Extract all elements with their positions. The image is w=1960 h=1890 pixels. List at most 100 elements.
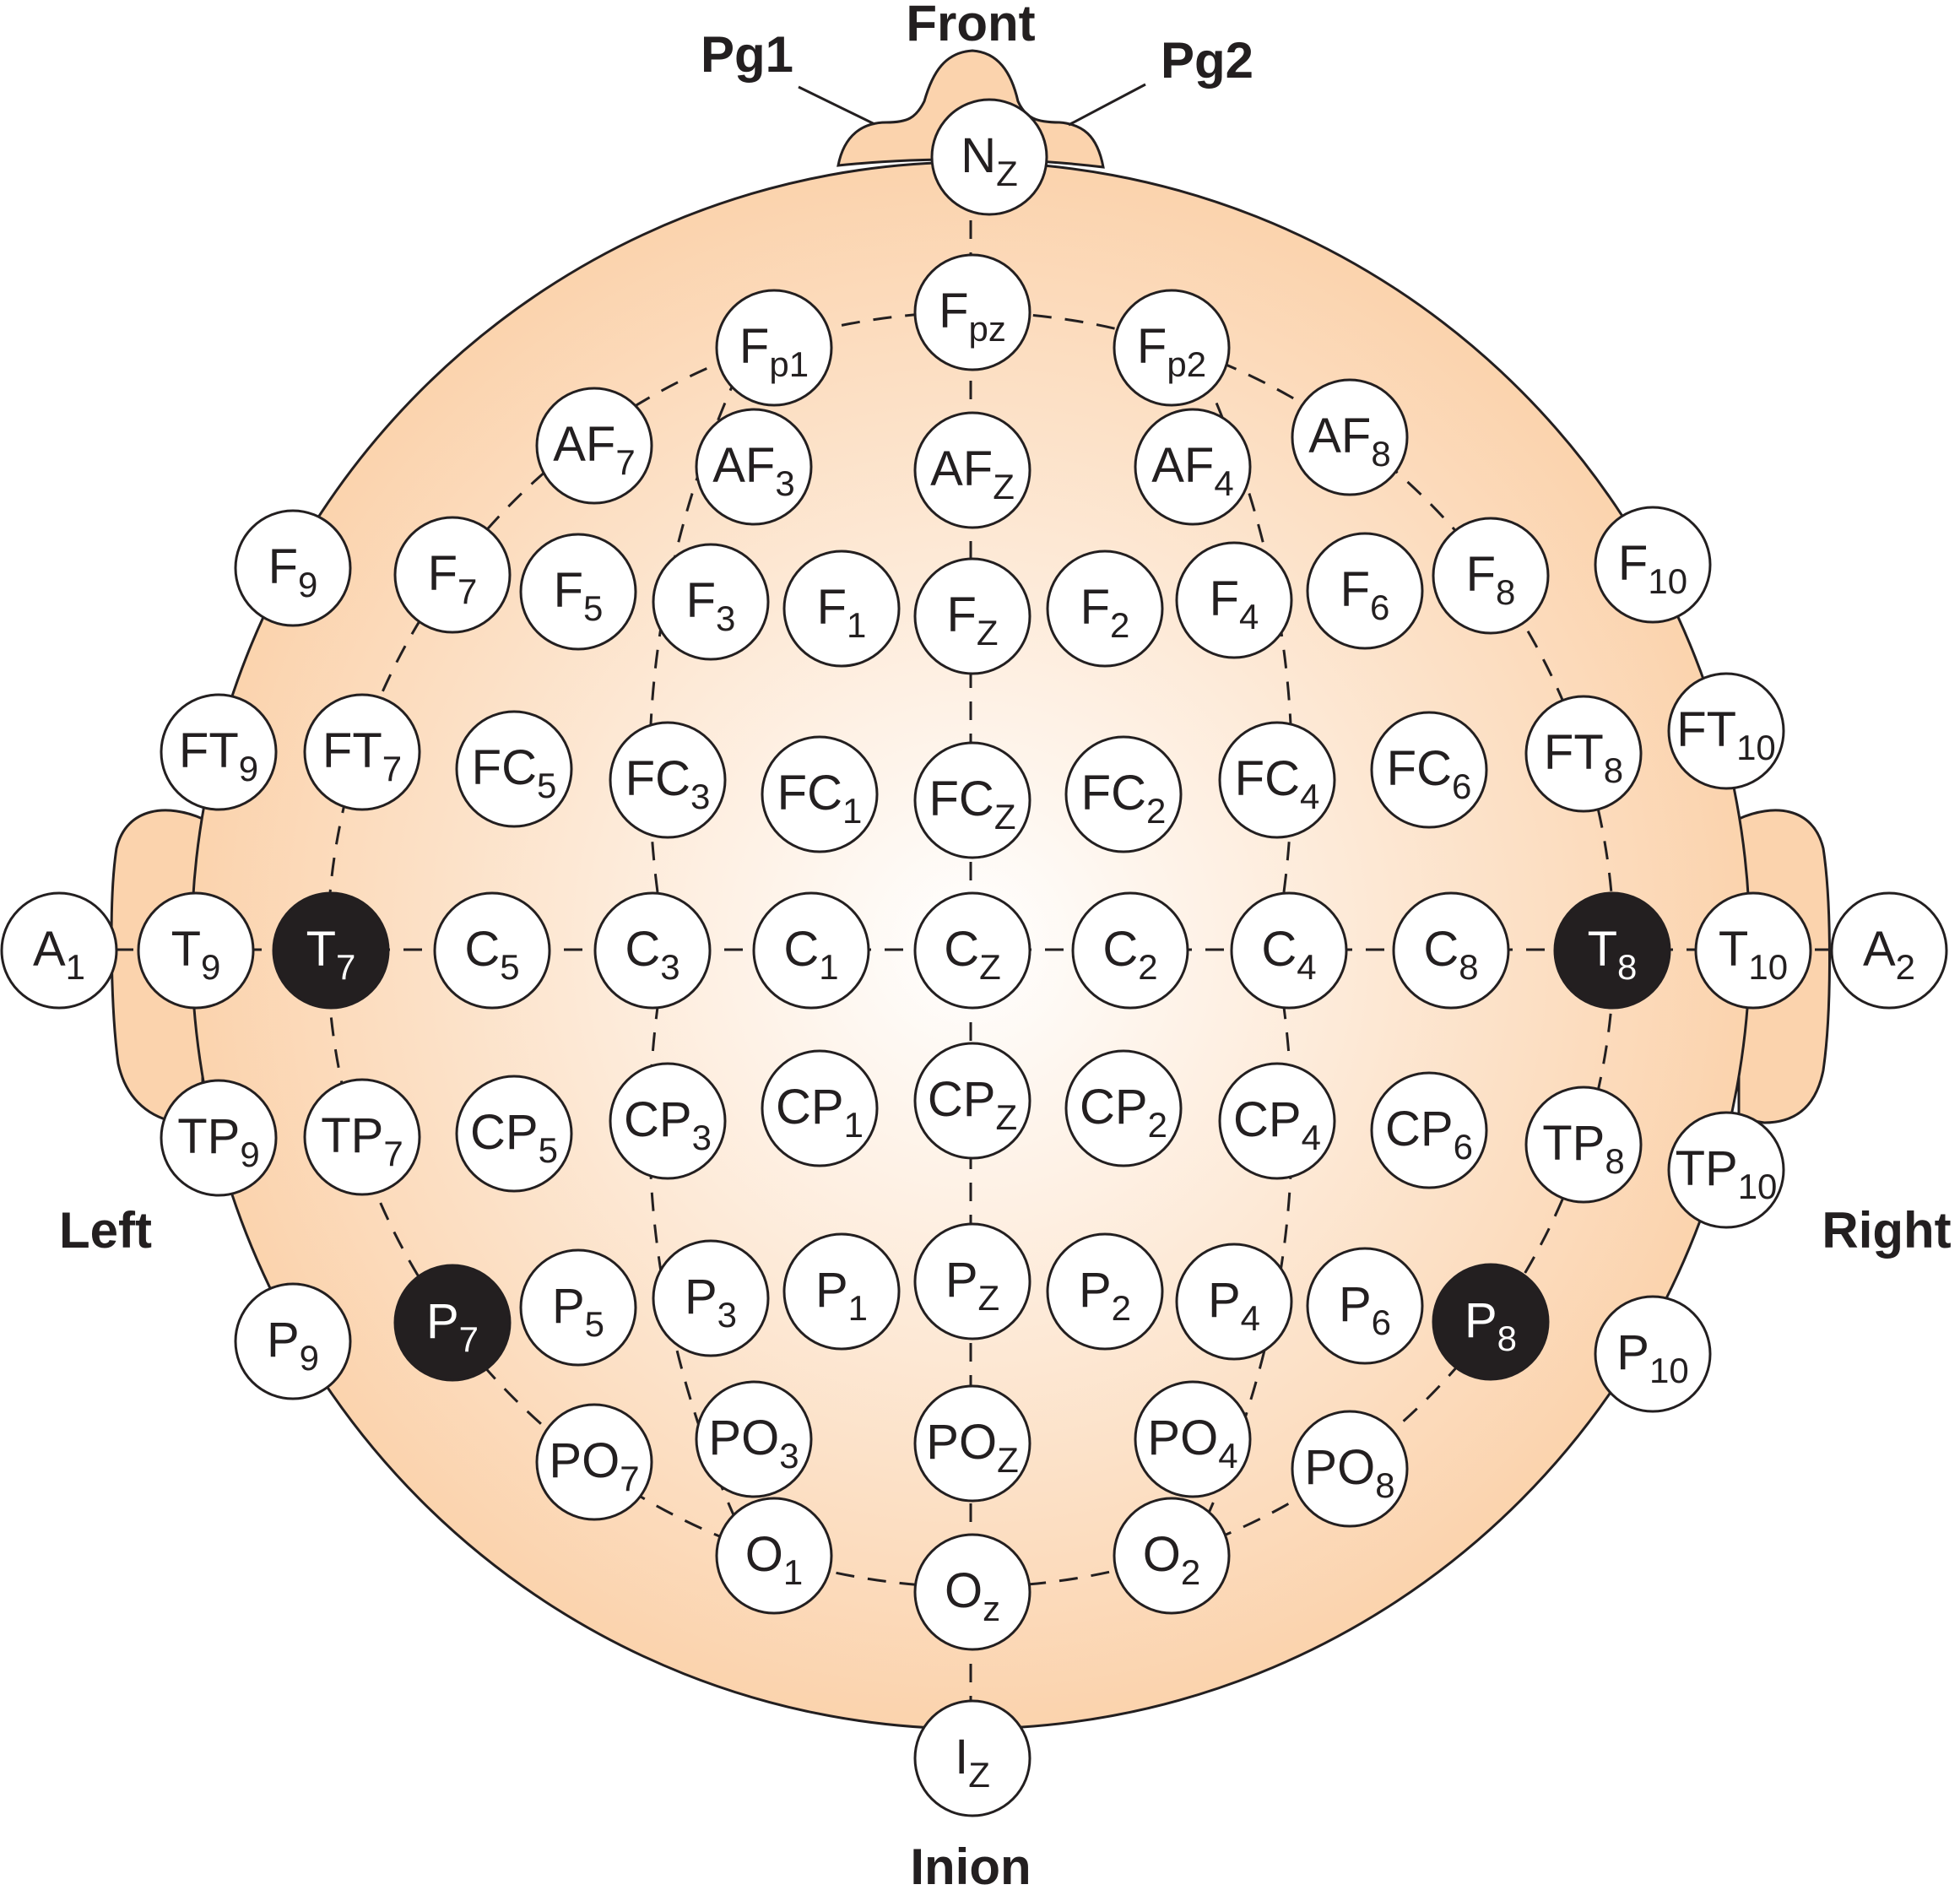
electrode-sub-c4: 4 <box>1297 947 1316 987</box>
electrode-main-o2: O <box>1143 1527 1181 1582</box>
electrode-main-ft10: FT <box>1676 702 1736 757</box>
electrode-main-p3: P <box>685 1270 717 1324</box>
electrode-po8: PO8 <box>1291 1410 1409 1528</box>
electrode-circle-o1 <box>715 1497 833 1615</box>
electrode-sub-p3: 3 <box>717 1295 737 1335</box>
electrode-circle-f5 <box>519 533 637 651</box>
electrode-label-po8: PO8 <box>1304 1440 1394 1505</box>
electrode-label-cz: CZ <box>944 922 1001 987</box>
electrode-label-cp2: CP2 <box>1080 1080 1167 1145</box>
electrode-sub-fc5: 5 <box>537 766 556 805</box>
electrode-c3: C3 <box>593 891 712 1010</box>
electrode-main-f3: F <box>686 573 716 628</box>
electrode-label-fp1: Fp1 <box>739 319 809 384</box>
electrode-main-t8: T <box>1588 922 1617 977</box>
electrode-f5: F5 <box>519 533 637 651</box>
electrode-circle-iz <box>913 1699 1031 1817</box>
electrode-circle-tp10 <box>1667 1111 1785 1229</box>
electrode-circle-f1 <box>782 550 901 668</box>
electrode-circle-p8 <box>1432 1263 1550 1381</box>
electrode-circle-c4 <box>1230 891 1348 1010</box>
electrode-oz: Oz <box>913 1533 1031 1651</box>
electrode-main-afz: AF <box>930 441 993 496</box>
electrode-a2: A2 <box>1830 891 1948 1010</box>
electrode-main-c1: C <box>783 922 819 977</box>
electrode-circle-afz <box>913 411 1031 529</box>
electrode-label-t7: T7 <box>306 922 356 987</box>
electrode-circle-a1 <box>0 891 118 1010</box>
electrode-circle-po8 <box>1291 1410 1409 1528</box>
electrode-tp9: TP9 <box>160 1079 278 1197</box>
electrode-ft10: FT10 <box>1667 672 1785 790</box>
electrode-sub-p10: 10 <box>1649 1351 1689 1390</box>
electrode-sub-fz: Z <box>977 613 999 653</box>
electrode-sub-cp6: 6 <box>1454 1127 1473 1167</box>
electrode-sub-f7: 7 <box>458 571 477 611</box>
electrode-label-c3: C3 <box>625 922 680 987</box>
inion-label: Inion <box>910 1839 1031 1890</box>
electrode-circle-f4 <box>1175 541 1293 659</box>
electrode-label-t8: T8 <box>1588 922 1638 987</box>
electrode-label-poz: POZ <box>926 1415 1018 1480</box>
electrode-label-ft7: FT7 <box>322 723 402 788</box>
electrode-sub-p2: 2 <box>1112 1288 1131 1328</box>
electrode-label-cp1: CP1 <box>776 1080 864 1145</box>
front-label: Front <box>906 0 1035 51</box>
electrode-main-tp10: TP <box>1676 1141 1738 1196</box>
electrode-a1: A1 <box>0 891 118 1010</box>
electrode-circle-f2 <box>1046 550 1164 668</box>
electrode-sub-cz: Z <box>979 947 1001 987</box>
electrode-afz: AFZ <box>913 411 1031 529</box>
electrode-cp4: CP4 <box>1218 1062 1336 1180</box>
electrode-c1: C1 <box>752 891 870 1010</box>
electrode-sub-f8: 8 <box>1496 572 1515 612</box>
electrode-main-p7: P <box>426 1294 459 1349</box>
electrode-label-f8: F8 <box>1466 547 1516 612</box>
electrode-p8: P8 <box>1432 1263 1550 1381</box>
electrode-main-fc4: FC <box>1235 751 1300 806</box>
electrode-main-p4: P <box>1208 1273 1241 1328</box>
electrode-sub-p4: 4 <box>1241 1298 1260 1338</box>
electrode-circle-fp2 <box>1113 289 1231 407</box>
electrode-label-fc1: FC1 <box>777 766 863 831</box>
left-label: Left <box>59 1202 152 1259</box>
electrode-circle-p9 <box>234 1282 352 1400</box>
electrode-sub-cp5: 5 <box>539 1130 558 1170</box>
electrode-sub-ft9: 9 <box>239 749 258 788</box>
electrode-sub-a1: 1 <box>66 947 85 987</box>
electrode-c2: C2 <box>1071 891 1189 1010</box>
electrode-circle-cz <box>913 891 1031 1010</box>
electrode-circle-p5 <box>519 1248 637 1367</box>
electrode-circle-a2 <box>1830 891 1948 1010</box>
electrode-fc5: FC5 <box>455 710 573 828</box>
electrode-label-af4: AF4 <box>1151 438 1233 503</box>
electrode-label-f2: F2 <box>1080 580 1130 645</box>
electrode-label-o2: O2 <box>1143 1527 1200 1592</box>
electrode-label-cp3: CP3 <box>624 1092 712 1157</box>
electrode-sub-f3: 3 <box>716 598 735 638</box>
electrode-circle-f3 <box>652 543 770 661</box>
electrode-sub-t9: 9 <box>201 947 220 987</box>
electrode-label-po7: PO7 <box>549 1433 639 1498</box>
electrode-af7: AF7 <box>535 387 653 505</box>
electrode-pz: PZ <box>913 1222 1031 1340</box>
electrode-circle-fc5 <box>455 710 573 828</box>
electrode-main-a1: A <box>33 922 66 977</box>
electrode-label-o1: O1 <box>745 1527 803 1592</box>
electrode-main-f7: F <box>428 546 458 601</box>
electrode-label-p8: P8 <box>1465 1293 1517 1358</box>
electrode-main-c3: C <box>625 922 660 977</box>
electrode-circle-af7 <box>535 387 653 505</box>
electrode-circle-ft10 <box>1667 672 1785 790</box>
electrode-circle-t9 <box>137 891 255 1010</box>
electrode-sub-f5: 5 <box>583 588 603 628</box>
electrode-circle-c8 <box>1392 891 1510 1010</box>
electrode-sub-afz: Z <box>993 467 1015 506</box>
electrode-circle-fz <box>913 557 1031 675</box>
electrode-main-c8: C <box>1423 922 1459 977</box>
electrode-label-pz: PZ <box>945 1253 999 1318</box>
electrode-sub-ft7: 7 <box>382 749 402 788</box>
electrode-sub-cpz: Z <box>995 1097 1017 1137</box>
electrode-main-f1: F <box>817 580 847 635</box>
electrode-circle-p1 <box>782 1232 901 1351</box>
